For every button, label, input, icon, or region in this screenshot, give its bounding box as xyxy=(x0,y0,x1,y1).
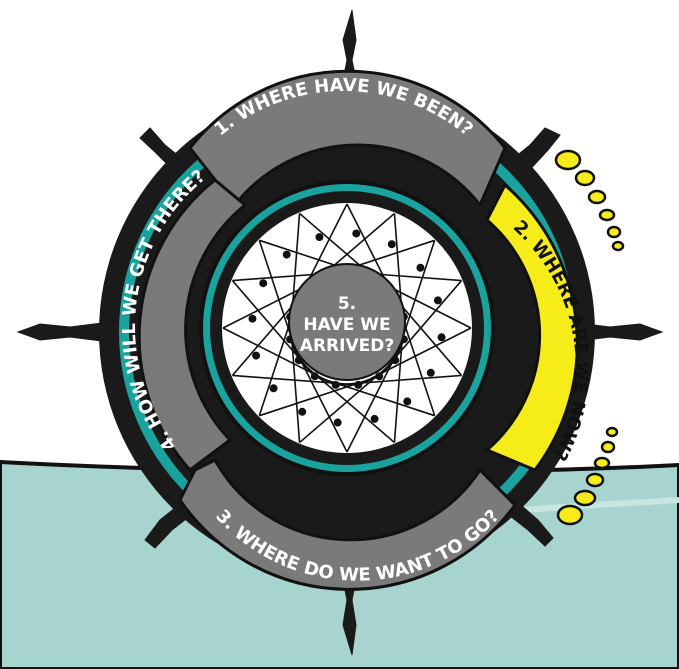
web-bead xyxy=(376,373,382,379)
web-bead xyxy=(417,265,423,271)
spike-west xyxy=(18,322,110,342)
web-bead xyxy=(355,382,361,388)
web-bead xyxy=(312,373,318,379)
web-bead xyxy=(260,280,266,286)
web-bead xyxy=(371,416,377,422)
web-bead xyxy=(438,334,444,340)
web-bead xyxy=(428,370,434,376)
web-bead xyxy=(332,382,338,388)
web-bead xyxy=(270,385,276,391)
web-bead xyxy=(435,297,441,303)
web-bead xyxy=(253,352,259,358)
center-label-line3: ARRIVED? xyxy=(300,336,394,356)
web-bead xyxy=(316,234,322,240)
web-bead xyxy=(389,241,395,247)
web-bead xyxy=(334,419,340,425)
center-label-number: 5. xyxy=(338,294,356,314)
web-bead xyxy=(284,251,290,257)
web-bead xyxy=(404,398,410,404)
web-bead xyxy=(353,230,359,236)
web-bead xyxy=(249,315,255,321)
web-bead xyxy=(299,409,305,415)
center-label-line2: HAVE WE xyxy=(303,315,390,335)
